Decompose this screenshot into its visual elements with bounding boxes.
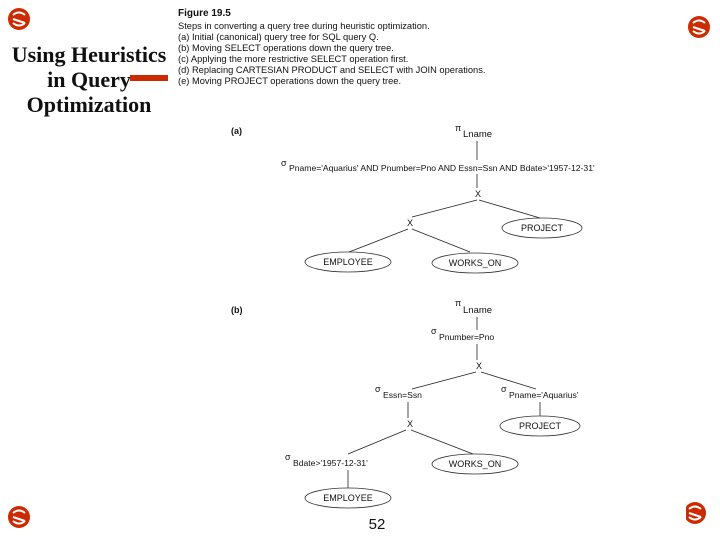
part-a-label: (a): [231, 126, 242, 136]
slide-title-line: in Query: [47, 67, 131, 92]
tree-edge: [478, 199, 541, 219]
slide-title: Using Heuristics in Query Optimization: [4, 42, 174, 117]
figure-caption-line: (a) Initial (canonical) query tree for S…: [178, 32, 379, 43]
select-symbol: σ: [431, 326, 437, 336]
title-accent-bar: [130, 75, 186, 81]
corner-ornament-icon: [686, 14, 712, 40]
slide-title-line: Optimization: [26, 92, 152, 117]
select-condition: Pname='Aquarius': [509, 390, 579, 400]
corner-ornament-icon: [682, 500, 708, 526]
relation-node: [499, 415, 581, 437]
figure-caption-line: (b) Moving SELECT operations down the qu…: [178, 43, 394, 54]
cross-product-node: X: [407, 419, 413, 429]
figure-header: Figure 19.5 Steps in converting a query …: [178, 8, 485, 88]
project-symbol: π: [455, 123, 461, 133]
figure-caption-line: (c) Applying the more restrictive SELECT…: [178, 54, 409, 65]
select-condition: Essn=Ssn: [383, 390, 422, 400]
select-condition: Pname='Aquarius' AND Pnumber=Pno AND Ess…: [289, 163, 595, 173]
project-symbol: π: [455, 298, 461, 308]
tree-edge: [480, 371, 537, 390]
select-symbol: σ: [501, 384, 507, 394]
cross-product-node: X: [475, 189, 481, 199]
project-attribute: Lname: [463, 305, 492, 316]
tree-edge: [410, 429, 474, 455]
relation-label: WORKS_ON: [449, 459, 502, 469]
tree-edge: [347, 429, 407, 455]
figure-caption-line: (d) Replacing CARTESIAN PRODUCT and SELE…: [178, 65, 486, 76]
figure-caption-line: Steps in converting a query tree during …: [178, 21, 430, 31]
select-symbol: σ: [285, 452, 291, 462]
relation-label: PROJECT: [521, 223, 564, 233]
select-symbol: σ: [281, 158, 287, 168]
corner-ornament-icon: [6, 504, 32, 530]
relation-label: PROJECT: [519, 421, 562, 431]
tree-edge: [411, 228, 471, 253]
figure-title: Figure 19.5: [178, 8, 231, 19]
relation-node: [431, 453, 519, 475]
relation-node: [501, 217, 583, 239]
tree-edge: [411, 199, 478, 218]
relation-node: [431, 252, 519, 274]
tree-edge: [411, 371, 477, 390]
relation-label: EMPLOYEE: [323, 493, 373, 503]
page-number: 52: [368, 516, 386, 533]
relation-label: EMPLOYEE: [323, 257, 373, 267]
part-b-label: (b): [231, 305, 243, 315]
cross-product-node: X: [407, 218, 413, 228]
corner-ornament-icon: [6, 6, 32, 32]
slide-title-line: Using Heuristics: [11, 42, 167, 67]
relation-node: [304, 251, 392, 273]
figure-panel: Figure 19.5 Steps in converting a query …: [168, 0, 686, 540]
select-condition: Bdate>'1957-12-31': [293, 458, 368, 468]
select-condition: Pnumber=Pno: [439, 332, 494, 342]
select-symbol: σ: [375, 384, 381, 394]
relation-label: WORKS_ON: [449, 258, 502, 268]
tree-edge: [348, 228, 409, 253]
project-attribute: Lname: [463, 129, 492, 140]
cross-product-node: X: [476, 361, 482, 371]
relation-node: [304, 487, 392, 509]
figure-caption-line: (e) Moving PROJECT operations down the q…: [178, 76, 402, 87]
query-tree-diagram: (a) π Lname σ Pname='Aquarius' AND Pnumb…: [231, 123, 595, 509]
